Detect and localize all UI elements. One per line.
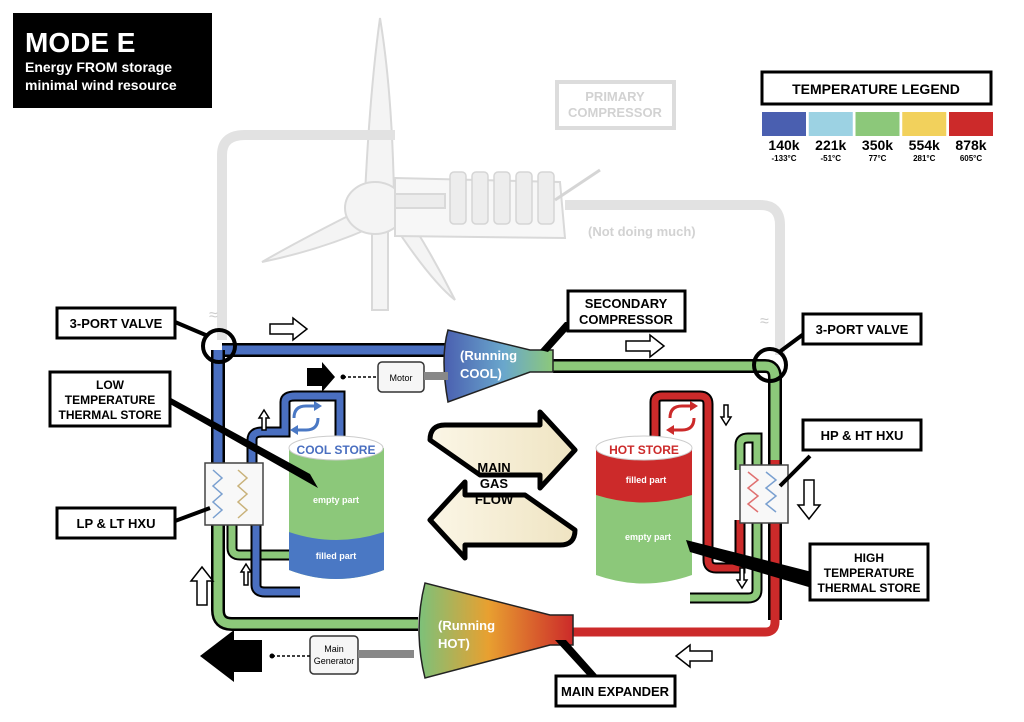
- legend-celsius: -51°C: [820, 154, 841, 163]
- mode-box: MODE E Energy FROM storage minimal wind …: [13, 13, 212, 108]
- cool-store-title: COOL STORE: [297, 443, 376, 457]
- label-valve-right: 3-PORT VALVE: [776, 312, 923, 355]
- motor-label: Motor: [389, 373, 412, 383]
- expander-running-line2: HOT): [438, 636, 470, 651]
- secondary-compressor: (Running COOL): [443, 329, 554, 404]
- cool-store-circulation-icon: [290, 401, 322, 435]
- legend-celsius: 77°C: [869, 154, 887, 163]
- low-store-text-2: TEMPERATURE: [65, 393, 155, 407]
- legend-swatch: [808, 112, 853, 136]
- legend-kelvin: 878k: [955, 137, 986, 153]
- hot-store-tank: HOT STORE filled part empty part: [595, 435, 693, 584]
- motor-input-arrow: [307, 362, 335, 392]
- generator-output-arrow: [200, 630, 262, 682]
- hot-store-filled-label: filled part: [626, 475, 667, 485]
- legend-celsius: -133°C: [772, 154, 797, 163]
- main-flow-line3: FLOW: [475, 492, 514, 507]
- main-flow-line1: MAIN: [477, 460, 510, 475]
- hot-store-empty-label: empty part: [625, 532, 671, 542]
- legend-kelvin: 350k: [862, 137, 893, 153]
- main-gas-flow-loop: MAIN GAS FLOW: [427, 409, 578, 561]
- hp-hxu: [739, 464, 789, 524]
- valve-right-text: 3-PORT VALVE: [816, 322, 909, 337]
- legend-celsius: 605°C: [960, 154, 983, 163]
- flow-arrow-cool-up-2: [239, 562, 253, 586]
- label-hp-hxu: HP & HT HXU: [778, 418, 923, 488]
- low-store-text-1: LOW: [96, 378, 125, 392]
- secondary-running-line1: (Running: [460, 348, 517, 363]
- legend-swatch: [855, 112, 900, 136]
- hot-store-circulation-icon: [666, 401, 698, 435]
- mode-line1: Energy FROM storage: [25, 59, 172, 75]
- secondary-compressor-text-1: SECONDARY: [585, 296, 668, 311]
- cool-store-empty-label: empty part: [313, 495, 359, 505]
- flow-arrow-hot-down-2: [735, 567, 749, 590]
- mode-line2: minimal wind resource: [25, 77, 177, 93]
- main-expander: (Running HOT): [418, 582, 574, 679]
- legend-kelvin: 221k: [815, 137, 846, 153]
- lp-hxu-text: LP & LT HXU: [77, 516, 156, 531]
- low-store-text-3: THERMAL STORE: [59, 408, 162, 422]
- high-store-text-3: THERMAL STORE: [818, 581, 921, 595]
- primary-compressor-ghost: [449, 168, 601, 225]
- lp-hxu: [204, 462, 264, 526]
- pipe-right-red: [572, 460, 780, 637]
- motor: Motor: [340, 361, 448, 393]
- hp-hxu-text: HP & HT HXU: [821, 428, 904, 443]
- label-valve-left: 3-PORT VALVE: [55, 306, 209, 340]
- expander-running-line1: (Running: [438, 618, 495, 633]
- flow-arrow-left-up: [189, 565, 215, 606]
- valve-ghost-squiggle-right: ≈: [760, 313, 769, 330]
- main-expander-text: MAIN EXPANDER: [561, 684, 670, 699]
- generator-line1: Main: [324, 644, 344, 654]
- generator-line2: Generator: [314, 656, 355, 666]
- legend-kelvin: 140k: [768, 137, 799, 153]
- legend-celsius: 281°C: [913, 154, 936, 163]
- label-main-expander: MAIN EXPANDER: [554, 640, 677, 708]
- main-generator: Main Generator: [269, 635, 414, 675]
- legend-title: TEMPERATURE LEGEND: [792, 81, 960, 97]
- temperature-legend: TEMPERATURE LEGEND 140k-133°C 221k-51°C 35…: [760, 70, 993, 163]
- cool-store-tank: COOL STORE empty part filled part: [288, 435, 384, 579]
- flow-arrow-bottom-left: [674, 643, 713, 669]
- valve-left-text: 3-PORT VALVE: [70, 316, 163, 331]
- hot-store-title: HOT STORE: [609, 443, 679, 457]
- primary-compressor-line1: PRIMARY: [585, 89, 645, 104]
- primary-compressor-line2: COMPRESSOR: [568, 105, 663, 120]
- high-store-text-2: TEMPERATURE: [824, 566, 914, 580]
- primary-compressor-label: PRIMARY COMPRESSOR: [555, 80, 676, 130]
- label-secondary-compressor: SECONDARY COMPRESSOR: [540, 289, 687, 352]
- ghost-pipe-left: [217, 130, 395, 340]
- ghost-pipe-right: [565, 200, 785, 355]
- label-lp-hxu: LP & LT HXU: [55, 506, 211, 540]
- primary-compressor-note: (Not doing much): [588, 224, 696, 239]
- legend-kelvin: 554k: [909, 137, 940, 153]
- cool-store-filled-label: filled part: [316, 551, 357, 561]
- flow-arrow-top-right: [269, 316, 309, 342]
- flow-arrow-right-down: [796, 479, 822, 521]
- valve-ghost-squiggle-left: ≈: [209, 307, 218, 324]
- flow-arrow-hot-down-1: [719, 404, 733, 427]
- high-store-text-1: HIGH: [854, 551, 884, 565]
- main-flow-line2: GAS: [480, 476, 509, 491]
- flow-arrow-cool-up-1: [257, 408, 271, 431]
- legend-swatch: [762, 112, 806, 136]
- wind-turbine-ghost: [261, 17, 567, 311]
- valve-right-circle[interactable]: [752, 347, 788, 383]
- secondary-compressor-text-2: COMPRESSOR: [579, 312, 674, 327]
- legend-swatch: [902, 112, 947, 136]
- label-low-temp-store: LOW TEMPERATURE THERMAL STORE: [48, 370, 318, 488]
- legend-swatch: [949, 112, 993, 136]
- flow-arrow-mid-right: [625, 333, 666, 359]
- secondary-running-line2: COOL): [460, 366, 502, 381]
- mode-title: MODE E: [25, 27, 135, 58]
- label-high-temp-store: HIGH TEMPERATURE THERMAL STORE: [686, 540, 930, 602]
- valve-left-circle[interactable]: [201, 328, 237, 364]
